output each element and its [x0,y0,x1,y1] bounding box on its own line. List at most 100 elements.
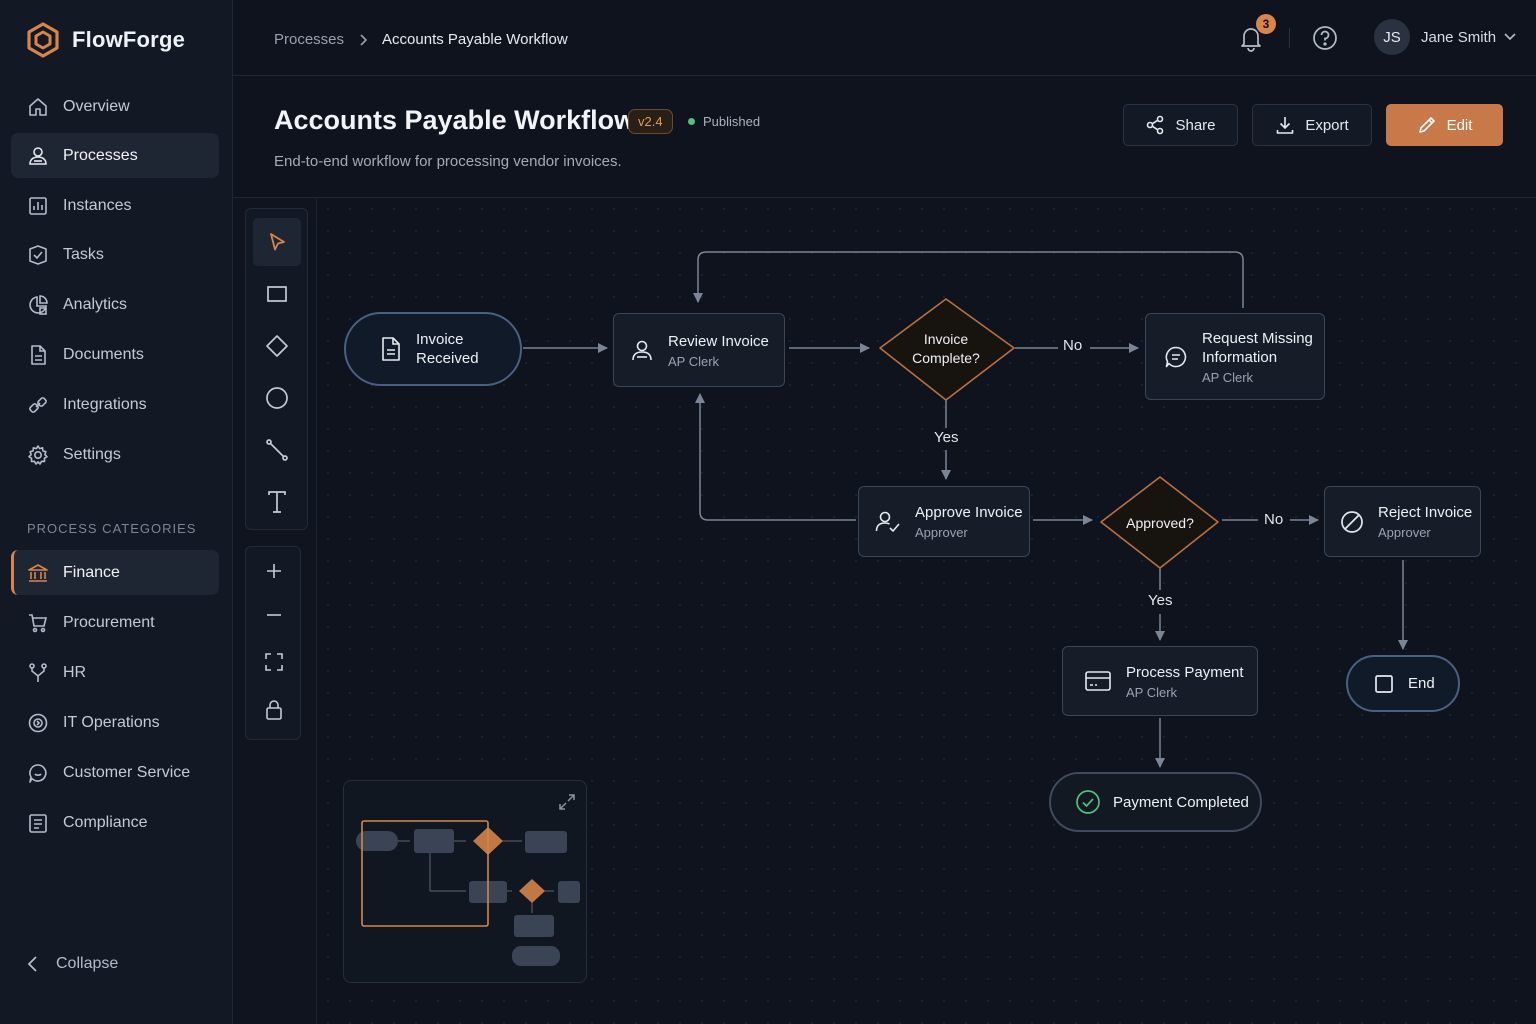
category-label: Procurement [63,613,155,631]
circle-tool[interactable] [253,374,301,422]
node-invoice-received[interactable]: Invoice Received [344,312,522,386]
minimap[interactable] [343,780,587,983]
text-tool[interactable] [253,478,301,526]
page-title: Accounts Payable Workflow [274,105,636,135]
collapse-button[interactable]: Collapse [26,955,118,973]
ban-icon [1341,510,1363,533]
sidebar-item-settings[interactable]: Settings [11,432,219,477]
brand[interactable]: FlowForge [26,22,185,58]
user-name[interactable]: Jane Smith [1421,29,1497,46]
node-title: Review Invoice [668,332,769,350]
notification-badge: 3 [1256,14,1276,34]
zoom-out-button[interactable] [250,593,298,637]
sidebar-item-label: Processes [63,146,138,164]
node-title: End [1408,675,1435,692]
category-finance[interactable]: Finance [11,550,219,595]
share-icon [1147,115,1164,135]
chevron-down-icon[interactable] [1503,32,1517,42]
select-tool[interactable] [253,218,301,266]
node-payment-completed[interactable]: Payment Completed [1049,772,1262,832]
cursor-icon [270,233,285,251]
sidebar: FlowForge Overview Processes Instances T… [0,0,233,1024]
integrations-icon [29,396,47,413]
sidebar-item-label: Tasks [63,245,104,263]
user-check-icon [875,511,900,532]
minus-icon [267,614,281,616]
edit-label: Edit [1446,116,1473,134]
node-title: Reject Invoice [1378,504,1473,521]
status-badge: Published [688,114,760,129]
lock-button[interactable] [250,688,298,732]
sidebar-item-label: Settings [63,445,121,463]
text-icon [268,491,286,513]
analytics-icon [29,294,48,315]
sidebar-item-label: Documents [63,345,144,363]
diamond-icon [266,335,288,357]
category-label: Customer Service [63,763,191,781]
instances-icon [29,196,47,215]
zoom-in-button[interactable] [250,549,298,593]
tasks-icon [29,244,47,265]
sidebar-item-instances[interactable]: Instances [11,183,219,228]
approved-diamond [1100,476,1219,569]
sidebar-item-processes[interactable]: Processes [11,133,219,178]
sidebar-item-overview[interactable]: Overview [11,84,219,129]
topbar: Processes Accounts Payable Workflow 3 JS… [233,0,1536,76]
app-name: FlowForge [72,27,186,52]
diamond-tool[interactable] [253,322,301,370]
category-it-operations[interactable]: IT Operations [11,700,219,745]
node-title: Approve Invoice [915,504,1023,521]
node-end[interactable]: End [1346,655,1460,712]
breadcrumb-processes[interactable]: Processes [274,31,345,48]
sidebar-item-tasks[interactable]: Tasks [11,232,219,277]
fit-view-button[interactable] [250,640,298,684]
status-label: Published [703,114,761,129]
connector-tool[interactable] [253,426,301,474]
sidebar-item-integrations[interactable]: Integrations [11,382,219,427]
sidebar-item-label: Integrations [63,395,147,413]
credit-card-icon [1085,671,1111,691]
category-compliance[interactable]: Compliance [11,800,219,845]
node-title: Payment Completed [1113,793,1249,811]
rectangle-tool[interactable] [253,270,301,318]
divider [1289,28,1290,48]
fit-view-icon [265,653,283,671]
version-badge: v2.4 [628,109,673,134]
category-customer-service[interactable]: Customer Service [11,750,219,795]
bell-icon[interactable] [1238,24,1264,52]
export-button[interactable]: Export [1252,104,1372,146]
shape-toolbox [245,208,308,530]
category-hr[interactable]: HR [11,650,219,695]
invoice-complete-label: Invoice Complete? [912,331,980,366]
flowforge-logo-icon [27,22,59,58]
node-title: Request Missing Information [1202,329,1313,366]
approved-label: Approved? [1126,515,1194,531]
category-procurement[interactable]: Procurement [11,600,219,645]
node-title: Invoice Received [416,331,479,367]
sidebar-item-analytics[interactable]: Analytics [11,282,219,327]
chevron-left-icon [27,956,37,972]
category-label: IT Operations [63,713,160,731]
expand-icon[interactable] [558,793,576,811]
breadcrumb-current: Accounts Payable Workflow [382,31,568,48]
edge-label-yes: Yes [1144,592,1177,609]
breadcrumb: Processes Accounts Payable Workflow [274,31,568,48]
category-label: HR [63,663,87,681]
sidebar-item-label: Analytics [63,295,128,313]
share-button[interactable]: Share [1123,104,1238,146]
stop-square-icon [1375,674,1393,693]
help-icon[interactable] [1312,25,1338,51]
check-circle-icon [1076,790,1100,814]
sidebar-item-documents[interactable]: Documents [11,332,219,377]
edit-button[interactable]: Edit [1386,104,1503,146]
avatar[interactable]: JS [1374,19,1410,55]
edge-label-yes: Yes [930,429,963,446]
status-dot [688,118,695,125]
compliance-icon [29,813,47,833]
